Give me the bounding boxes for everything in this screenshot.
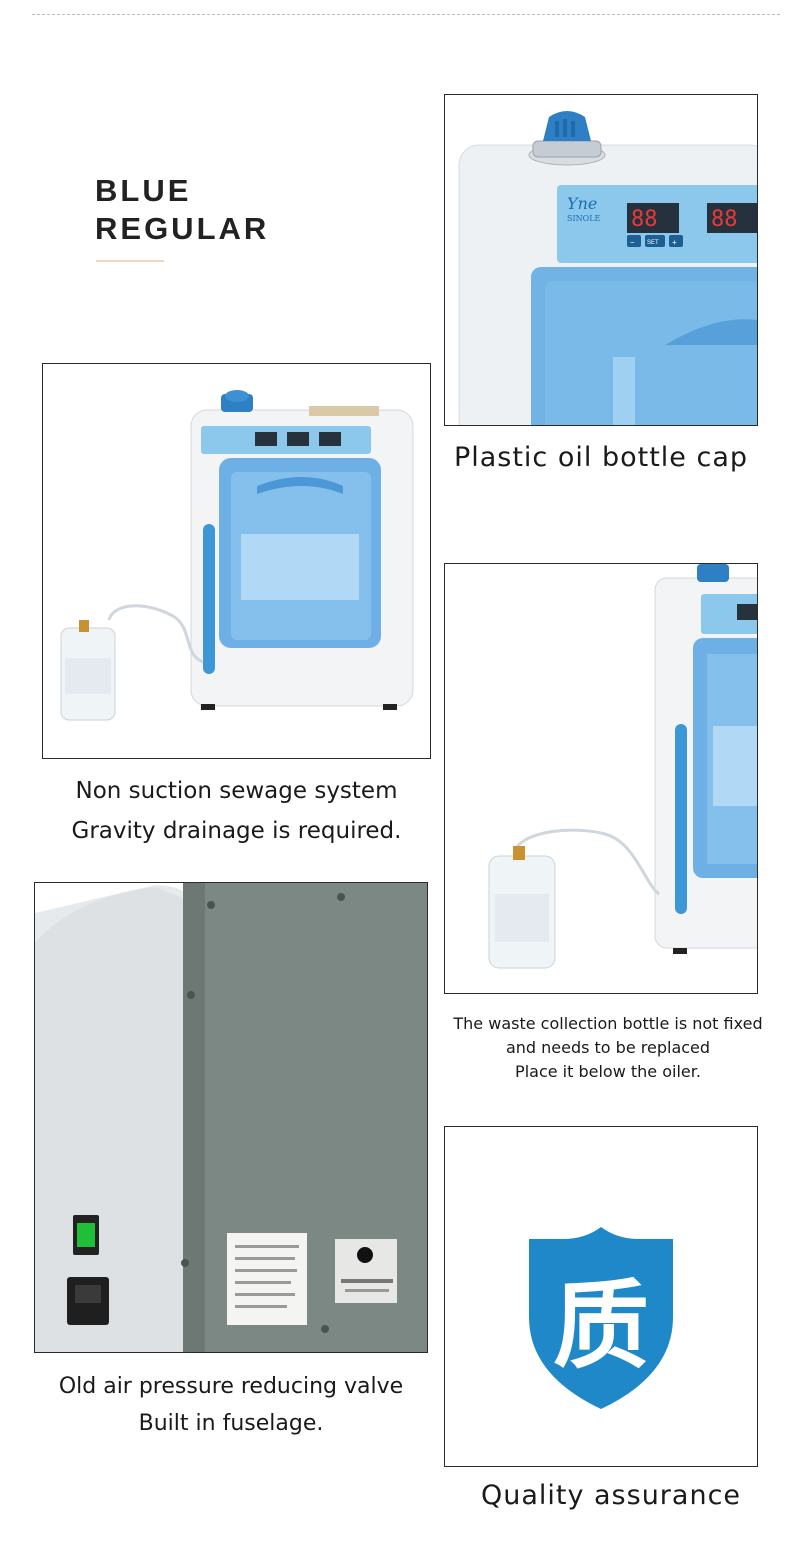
display-left: 88 [631,207,658,232]
caption-main-unit: Non suction sewage system Gravity draina… [42,771,431,851]
photo-back-panel [34,882,428,1353]
photo-bottle-cap: 88 88 Yne SINOLE − SET + [444,94,758,426]
caption-quality: Quality assurance [444,1476,778,1516]
set-button: SET [647,240,659,246]
photo-main-unit [42,363,431,759]
caption-bottle-cap-line-1: Plastic oil bottle cap [453,442,749,473]
heading-line-1: BLUE [95,173,192,208]
heading-accent-line [96,260,164,262]
top-dashed-rule [32,14,780,15]
caption-waste-bottle-line-1: The waste collection bottle is not fixed [453,1014,763,1033]
caption-bottle-cap: Plastic oil bottle cap [444,438,758,478]
brand-name: SINOLE [567,214,601,223]
caption-waste-bottle: The waste collection bottle is not fixed… [436,1012,780,1084]
caption-waste-bottle-line-3: Place it below the oiler. [515,1062,701,1081]
photo-waste-bottle [444,563,758,994]
quality-char: 质 [553,1270,649,1382]
caption-main-unit-line-1: Non suction sewage system [75,778,398,804]
caption-main-unit-line-2: Gravity drainage is required. [71,818,402,844]
caption-waste-bottle-line-2: and needs to be replaced [505,1038,711,1057]
photo-quality-badge: 质 [444,1126,758,1467]
caption-back-panel-line-1: Old air pressure reducing valve [58,1374,404,1399]
brand-script: Yne [567,194,597,213]
display-right: 88 [711,207,738,232]
plus-button: + [672,238,677,247]
caption-back-panel: Old air pressure reducing valve Built in… [34,1368,428,1442]
quality-shield-icon: 质 [445,1127,757,1466]
caption-back-panel-line-2: Built in fuselage. [138,1411,324,1436]
minus-button: − [630,238,635,247]
heading-line-2: REGULAR [95,211,270,246]
caption-quality-line-1: Quality assurance [480,1480,742,1511]
page-heading: BLUE REGULAR [95,172,269,248]
